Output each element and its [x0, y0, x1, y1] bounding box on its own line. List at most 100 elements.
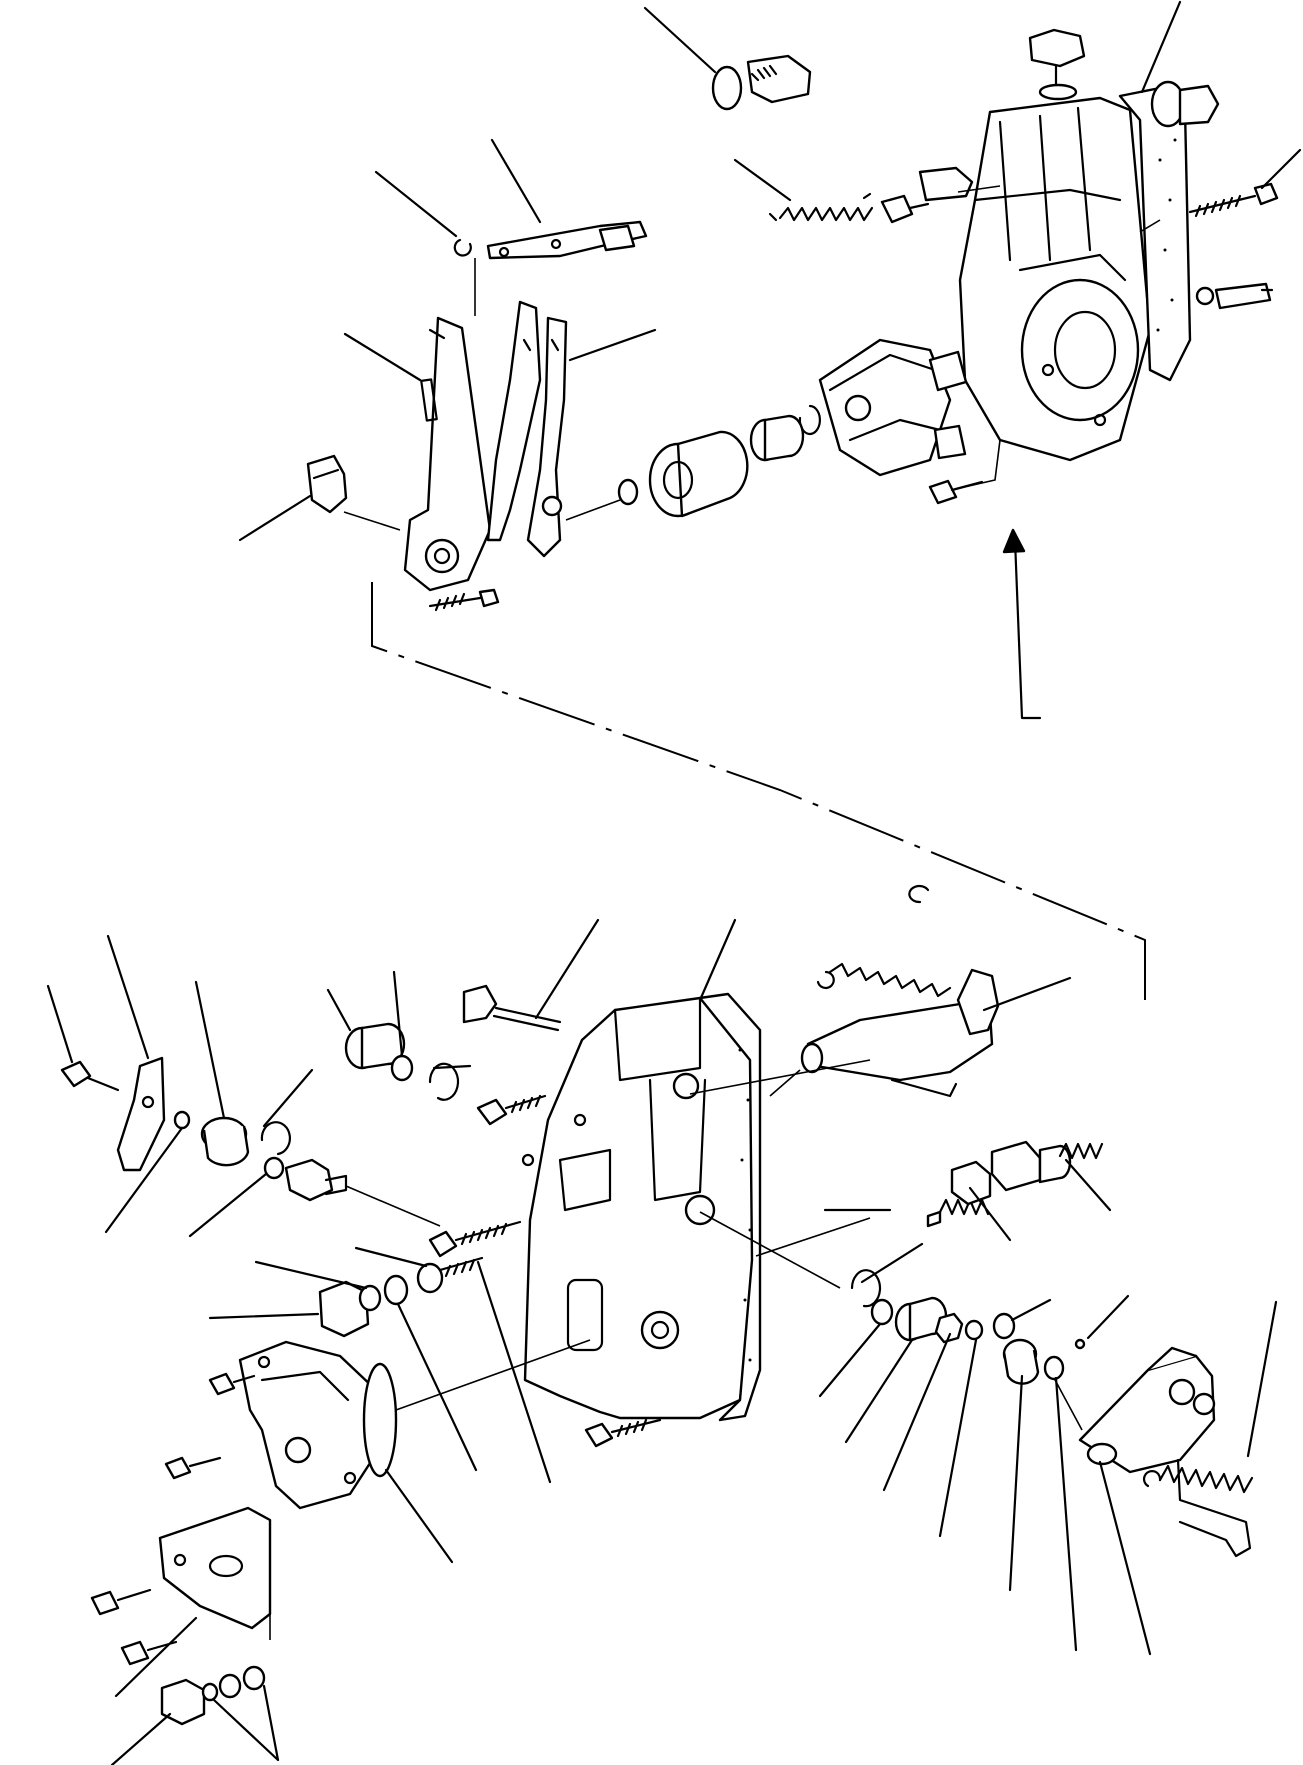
bushing-left — [200, 1116, 250, 1167]
washer-stack — [358, 1256, 484, 1312]
cover-gasket — [698, 992, 762, 1422]
leader-snap-ring-left — [432, 1064, 472, 1070]
leader-washer-right-a — [938, 1338, 978, 1538]
bushing-small — [749, 414, 805, 462]
stop-housing-gasket — [362, 1362, 398, 1478]
governor-lever — [403, 316, 492, 592]
cover-bolt-bottom — [584, 1418, 662, 1448]
stop-lever-plate — [116, 1056, 166, 1172]
stop-plate — [158, 1506, 272, 1630]
leader-guide-pin — [534, 918, 600, 1020]
stop-bracket — [486, 220, 648, 260]
leader-o-ring-a — [188, 1172, 268, 1238]
washer-right-b — [992, 1312, 1016, 1340]
stop-housing — [238, 1340, 378, 1510]
adjusting-spring-lower — [926, 1198, 990, 1228]
leader-nut-center — [968, 1186, 1012, 1242]
connector-block — [306, 454, 348, 514]
link-plate — [880, 166, 974, 224]
leader-screw-cover — [476, 1260, 552, 1484]
leader-stop-lever-plate — [106, 934, 150, 1060]
alignment-lines-upper — [343, 185, 1161, 531]
side-plug — [1150, 80, 1220, 128]
alignment-fitting-left — [345, 1185, 441, 1227]
leader-plug-left — [326, 988, 352, 1032]
leader-washer-stack-c — [396, 1302, 478, 1472]
tension-lever — [486, 300, 568, 558]
view-direction-arrow — [1002, 528, 1042, 720]
leader-gasket — [1140, 0, 1182, 94]
leader-stop-plate — [114, 1616, 198, 1698]
leader-sleeve-right — [1008, 1374, 1024, 1592]
leader-spring-upper — [733, 158, 792, 202]
washer-right-c — [1043, 1355, 1065, 1381]
speed-control-lever — [1078, 1346, 1252, 1558]
top-screw — [1028, 28, 1086, 101]
e-clip-top — [453, 238, 472, 257]
adjusting-screw — [1188, 182, 1279, 218]
fitting-left — [284, 1158, 348, 1202]
leader-snap-ring-a — [262, 1068, 314, 1128]
leader-speed-lever-spring — [1246, 1300, 1278, 1458]
alignment-lines-lower — [689, 1059, 1083, 1431]
tension-spring — [816, 884, 952, 998]
leader-right-screws — [1260, 148, 1302, 190]
nut-right — [934, 1312, 964, 1344]
alignment-stop-housing — [395, 1339, 591, 1411]
leader-governor-lever — [343, 332, 422, 382]
cover-bolt-upper — [476, 1094, 547, 1126]
cap-nut-bottom — [160, 1678, 206, 1726]
sleeve-right — [1002, 1338, 1040, 1385]
snap-ring-a — [260, 1121, 292, 1156]
leader-washer-right-b — [1010, 1298, 1052, 1322]
leader-cap-nut-bottom — [110, 1712, 172, 1765]
lever-bolt — [428, 588, 500, 612]
leader-washers-bottom — [212, 1684, 280, 1762]
control-lever-shaft — [800, 968, 1000, 1098]
o-ring-a — [263, 1156, 285, 1180]
leader-control-lever — [982, 976, 1072, 1012]
snap-ring-left — [428, 1062, 460, 1101]
reference-line-long — [371, 582, 1146, 1000]
washer-left — [173, 1110, 191, 1130]
washer-right-a — [964, 1319, 984, 1341]
flyweight-assembly — [818, 338, 968, 477]
stop-plate-bolts — [90, 1588, 178, 1666]
leader-spring-center — [1064, 1158, 1112, 1212]
governor-sleeve — [648, 430, 749, 518]
stop-housing-bolts — [164, 1372, 256, 1480]
cap-nut-left — [318, 1280, 370, 1338]
left-screw — [60, 1060, 120, 1092]
leader-stop-housing-gasket — [384, 1468, 454, 1564]
leader-connector — [238, 494, 312, 542]
bolt-with-washer — [1195, 282, 1274, 310]
fitting-center — [990, 1140, 1072, 1192]
cover-bolt-lower — [428, 1220, 522, 1258]
speed-lever-spring — [1142, 1464, 1254, 1494]
nut-center — [950, 1160, 992, 1206]
thrust-washer — [617, 478, 639, 506]
leader-cover-gasket — [698, 918, 737, 1002]
o-ring-left — [390, 1054, 414, 1082]
leader-left-screw — [46, 984, 74, 1064]
plug-with-washer — [711, 54, 812, 111]
leader-washer-left — [104, 1126, 184, 1234]
small-ball — [1074, 1338, 1086, 1350]
leader-e-clip-top — [374, 170, 458, 238]
leader-stop-bracket — [490, 138, 542, 224]
washers-bottom — [201, 1665, 266, 1702]
spring-upper — [768, 192, 874, 222]
leader-o-ring-left — [392, 970, 404, 1058]
leader-cap-nut-left — [208, 1312, 320, 1320]
leader-o-ring-right — [818, 1322, 882, 1398]
governor-housing — [958, 96, 1152, 462]
leader-speed-control-lever — [1098, 1460, 1152, 1656]
o-ring-right — [870, 1298, 894, 1326]
leader-small-ball — [1086, 1294, 1130, 1340]
leader-bushing-left — [194, 980, 226, 1120]
snap-ring-right — [850, 1269, 882, 1308]
governor-cover — [521, 996, 757, 1420]
leader-bushing-right — [844, 1338, 914, 1444]
leader-washer-stack-a — [254, 1260, 368, 1290]
